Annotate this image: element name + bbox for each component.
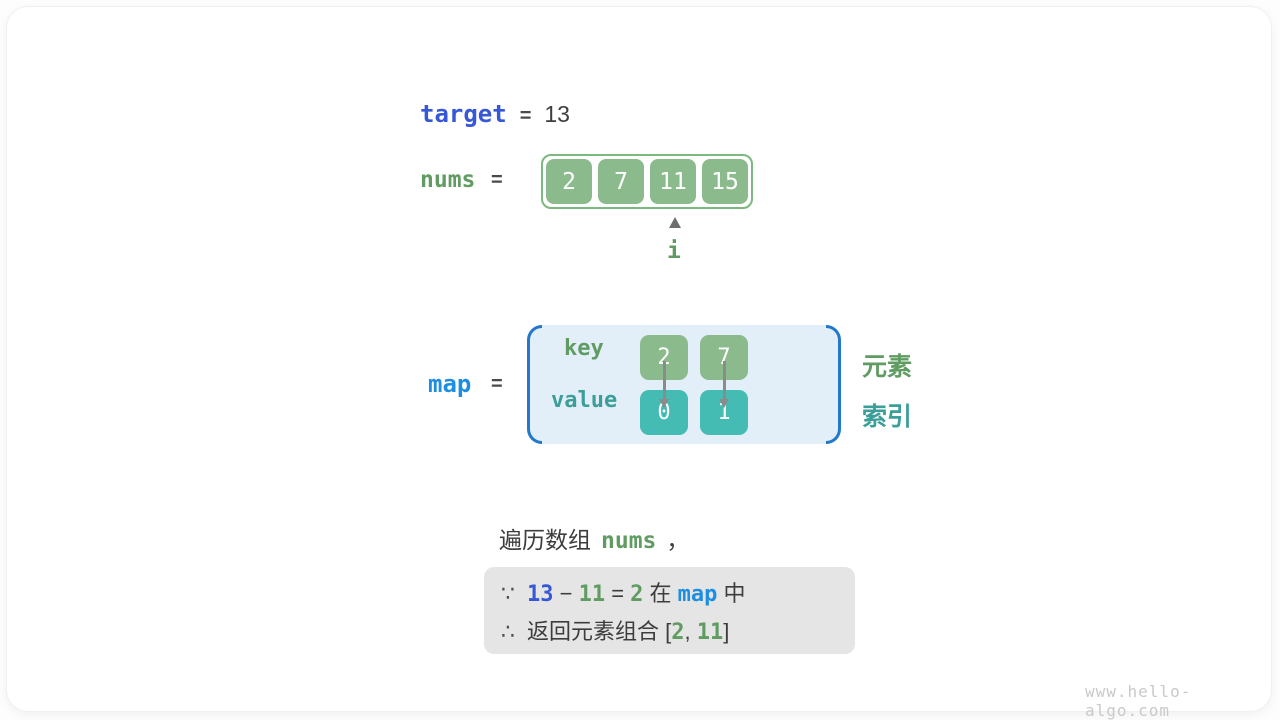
map-label: map xyxy=(428,370,472,398)
map-container: key value 2 7 0 1 xyxy=(527,325,841,444)
result-second-number: 11 xyxy=(696,620,724,645)
legend-index-label: 索引 xyxy=(862,403,913,431)
difference-number: 2 xyxy=(630,582,644,607)
return-text: 返回元素组合 xyxy=(527,619,666,644)
result-first-number: 2 xyxy=(671,620,685,645)
up-arrow-icon xyxy=(669,217,681,228)
watermark: www.hello-algo.com xyxy=(1085,682,1192,720)
array-cell: 2 xyxy=(546,159,592,204)
equals-sign: = xyxy=(605,581,631,606)
conclusion-box: ∵ 13 − 11 = 2 在 map 中 ∴ 返回元素组合 [ 2 , 11 … xyxy=(484,567,855,654)
left-bracket-icon xyxy=(527,325,542,444)
conclusion-line-therefore: ∴ 返回元素组合 [ 2 , 11 ] xyxy=(501,613,855,651)
because-symbol: ∵ xyxy=(501,581,515,606)
down-arrow-icon xyxy=(659,361,669,408)
therefore-symbol: ∴ xyxy=(501,619,515,644)
down-arrow-icon xyxy=(719,361,729,408)
in-text: 在 xyxy=(643,581,678,606)
comma: , xyxy=(684,619,697,644)
close-bracket: ] xyxy=(723,619,730,644)
nums-array: 2 7 11 15 xyxy=(541,154,753,209)
caption-nums-code: nums xyxy=(601,528,657,554)
array-cell: 11 xyxy=(650,159,696,204)
legend-element-label: 元素 xyxy=(862,353,913,381)
caption-text-before: 遍历数组 xyxy=(499,527,591,553)
suffix-text: 中 xyxy=(717,581,746,606)
target-keyword: target xyxy=(420,100,507,128)
target-value: 13 xyxy=(544,101,570,127)
array-cell: 15 xyxy=(702,159,748,204)
caption-text-after: ， xyxy=(666,527,690,553)
target-line: target = 13 xyxy=(420,100,570,128)
open-bracket: [ xyxy=(665,619,672,644)
minus-sign: − xyxy=(553,581,579,606)
index-pointer-label: i xyxy=(667,238,681,264)
conclusion-line-because: ∵ 13 − 11 = 2 在 map 中 xyxy=(501,575,855,613)
right-bracket-icon xyxy=(826,325,841,444)
subtrahend-number: 11 xyxy=(578,582,606,607)
nums-label: nums xyxy=(420,167,476,193)
value-row-label: value xyxy=(551,388,618,413)
target-equals-sign: = xyxy=(519,105,532,127)
nums-equals-sign: = xyxy=(491,169,503,191)
figure-card: target = 13 nums = 2 7 11 15 i map = key… xyxy=(6,6,1272,720)
target-number: 13 xyxy=(527,582,554,607)
key-row-label: key xyxy=(564,336,604,361)
map-name-code: map xyxy=(677,582,718,607)
map-equals-sign: = xyxy=(491,373,503,395)
array-cell: 7 xyxy=(598,159,644,204)
caption: 遍历数组 nums ， xyxy=(499,521,689,555)
